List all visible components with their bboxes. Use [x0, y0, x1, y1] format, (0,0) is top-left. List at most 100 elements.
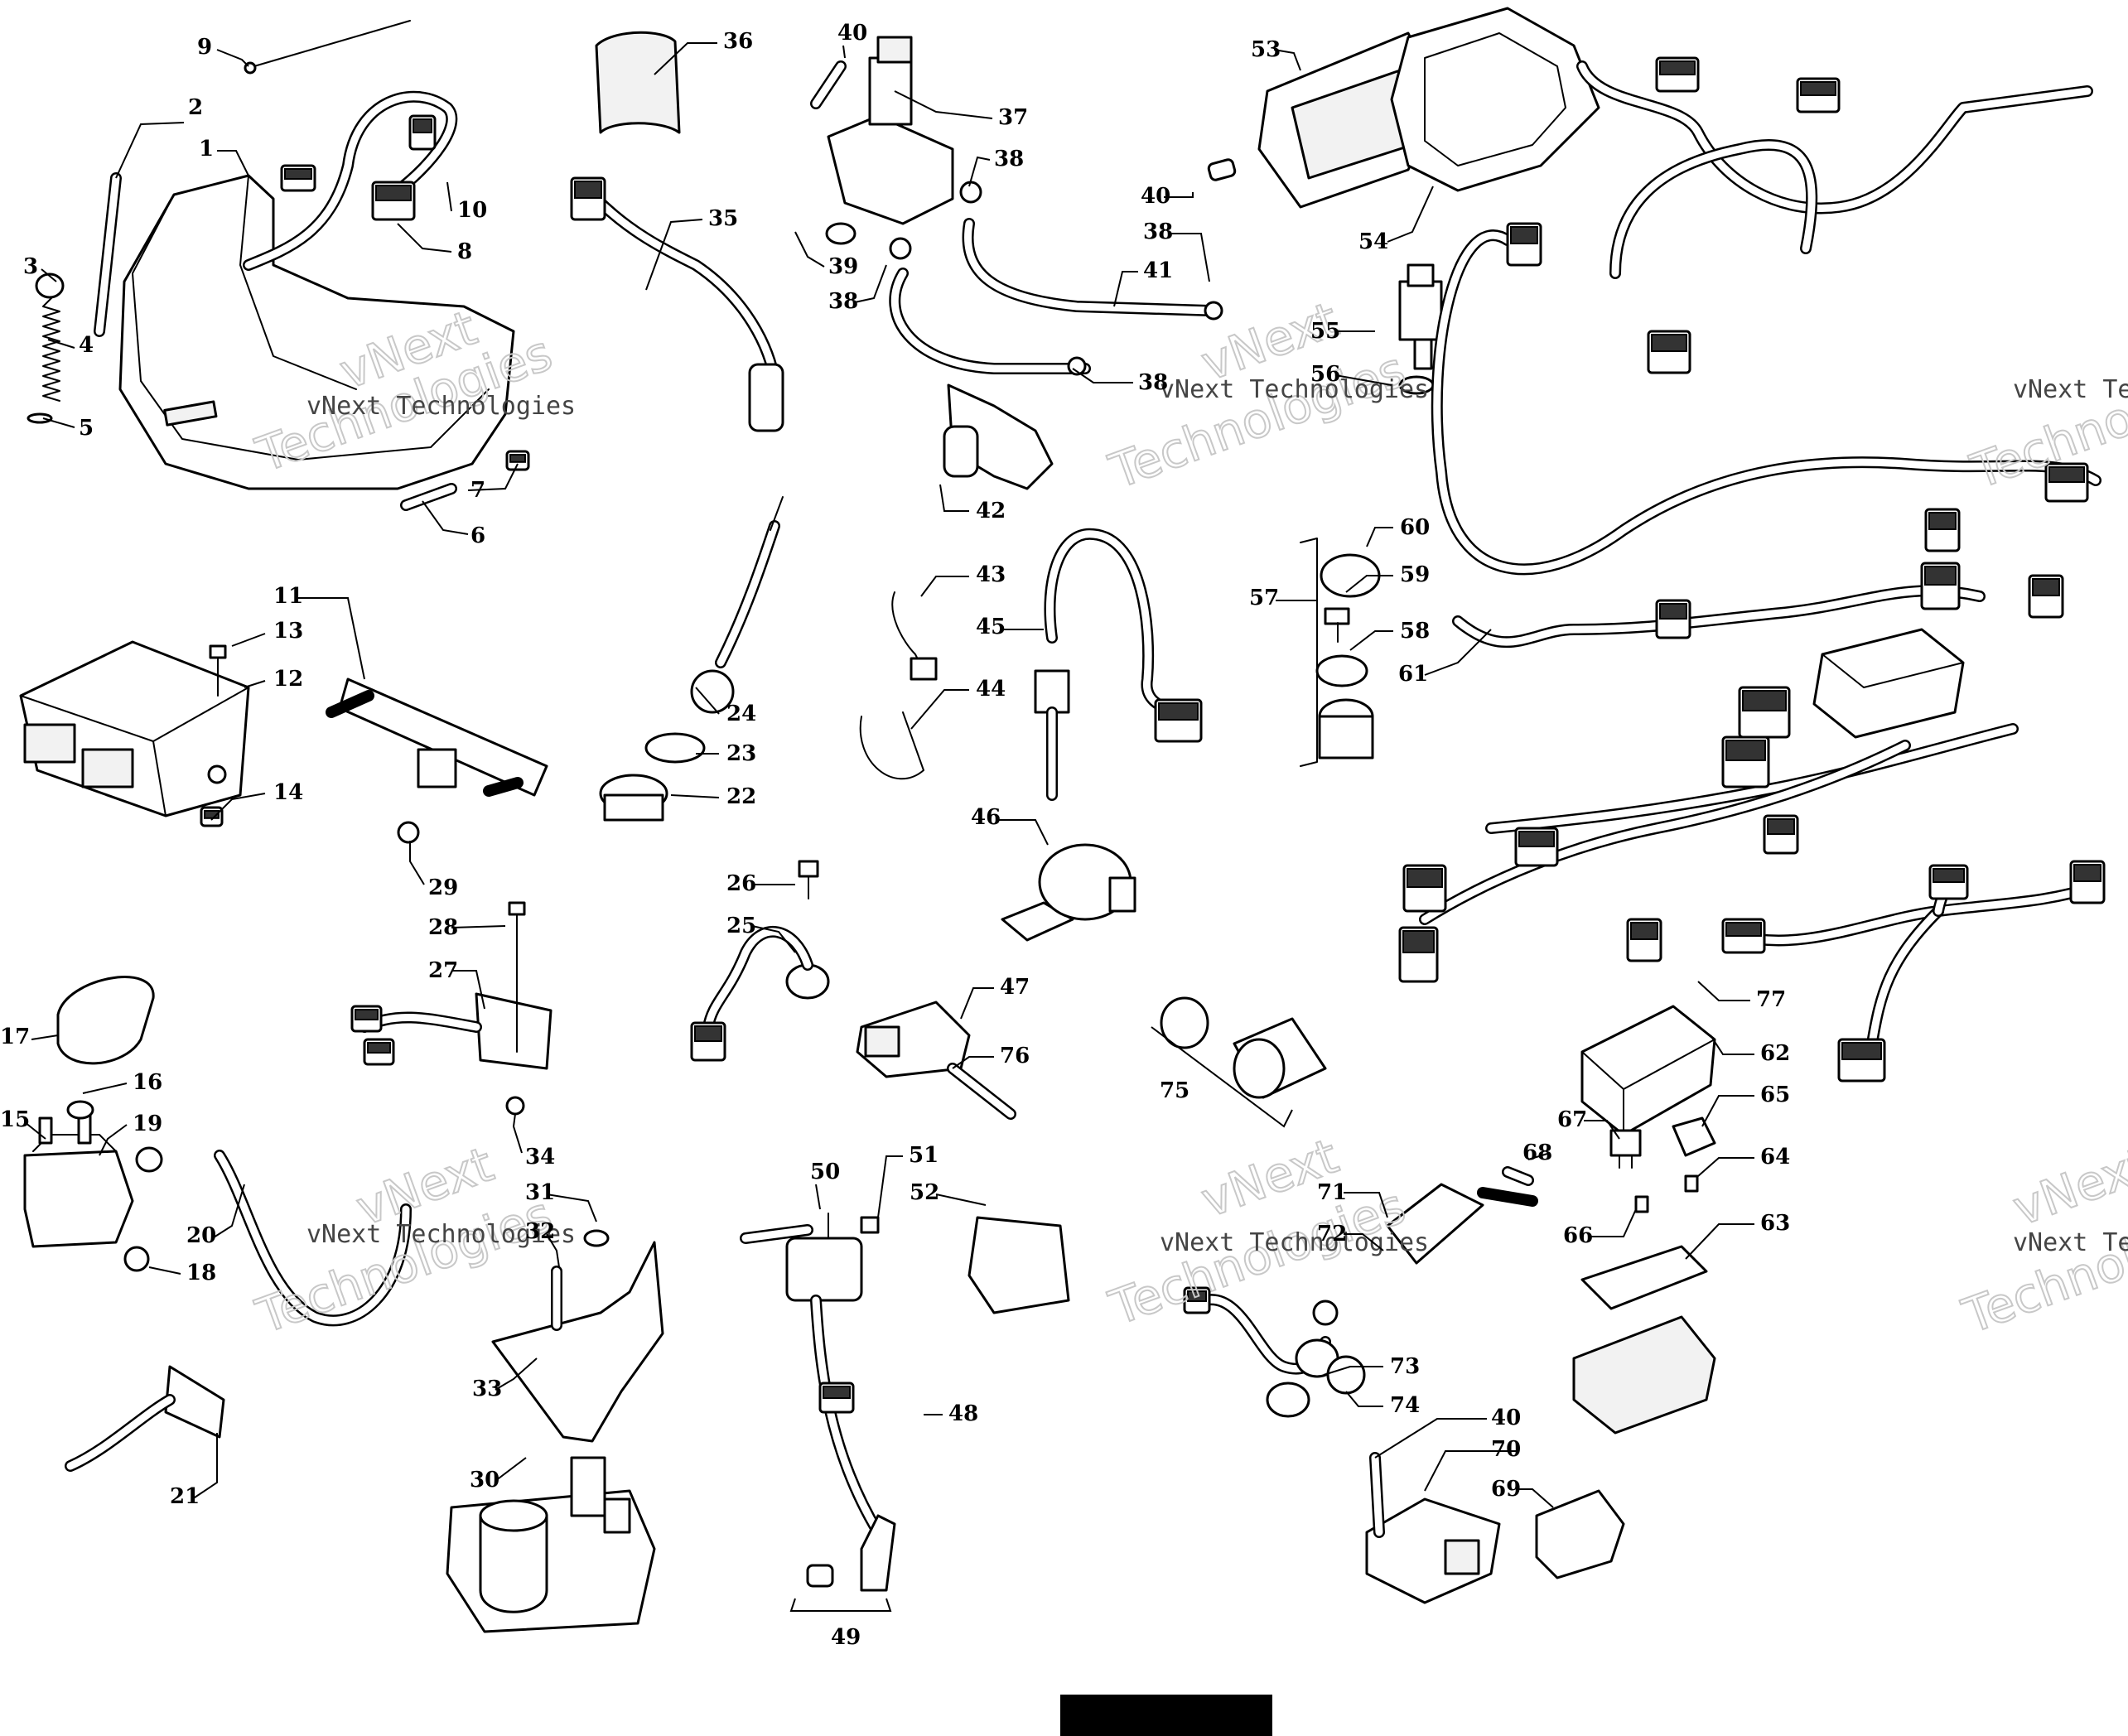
leader-line-c8	[397, 223, 452, 253]
callout-c55: 55	[1310, 319, 1340, 344]
callout-c26: 26	[726, 871, 756, 896]
clamp-38	[889, 181, 1223, 376]
fuse-block-63	[1572, 1315, 1716, 1435]
cable-20	[214, 1150, 412, 1327]
switch-21-wire	[65, 1394, 176, 1472]
headlight-connector-2	[371, 181, 416, 221]
headlight-connector	[280, 164, 316, 192]
callout-c10: 10	[457, 198, 487, 223]
callout-c16: 16	[133, 1070, 162, 1095]
harness-connector-c	[1655, 56, 1700, 93]
watermark-small: vNext Technologies	[1160, 1228, 1429, 1257]
fuse-box-61	[1812, 628, 1965, 739]
callout-c59: 59	[1400, 562, 1430, 587]
screw-40b	[1207, 158, 1237, 181]
bolt-28	[508, 901, 526, 1053]
callout-c12: 12	[273, 667, 303, 692]
callout-c40b: 40	[1141, 184, 1170, 209]
clip-14	[200, 806, 224, 827]
callout-c33: 33	[472, 1377, 502, 1401]
harness-77-connector-b	[1837, 1038, 1886, 1083]
connector-47	[856, 1001, 971, 1078]
watermark-small: vNext Technologies	[306, 1220, 576, 1249]
callout-c25: 25	[726, 914, 756, 938]
switch-57	[1318, 698, 1374, 760]
relay-67	[1609, 1129, 1642, 1169]
harness-77b	[1866, 905, 1944, 1049]
bracket-11	[326, 678, 548, 797]
leader-line-c5	[42, 417, 75, 428]
nut-23	[644, 732, 706, 764]
switch-22	[599, 774, 668, 822]
headlight-connector-3	[408, 114, 437, 151]
nut-34	[505, 1096, 525, 1116]
leader-line-c29	[409, 841, 425, 885]
leader-line-c41	[1113, 271, 1138, 307]
bolt-18	[123, 1246, 150, 1272]
callout-c48: 48	[948, 1401, 978, 1426]
leader-line-c38c	[1072, 368, 1133, 383]
callout-c44: 44	[976, 677, 1006, 702]
leader-line-c20	[213, 1184, 245, 1238]
nut-19	[135, 1146, 163, 1173]
callout-c50: 50	[810, 1160, 840, 1184]
bracket-71	[1386, 1183, 1538, 1265]
callout-c30: 30	[470, 1468, 499, 1492]
leader-line-c46	[996, 819, 1049, 846]
leader-line-c52	[935, 1194, 987, 1206]
leader-line-c32	[546, 1233, 560, 1268]
leader-line-c38b	[854, 264, 887, 303]
leader-line-c37	[894, 90, 993, 119]
leader-line-c53	[1273, 49, 1301, 71]
boot-73	[1266, 1338, 1339, 1418]
leader-line-c2	[115, 122, 185, 179]
harness-connector-b	[1647, 330, 1691, 374]
callout-c27: 27	[428, 958, 458, 983]
callout-c38b: 38	[828, 289, 858, 314]
leader-line-c1	[217, 150, 249, 176]
leader-line-c65	[1701, 1095, 1754, 1127]
leader-line-c60	[1366, 527, 1393, 547]
callout-c29: 29	[428, 875, 458, 900]
ignition-coil-48	[785, 1213, 863, 1302]
main-harness-61b	[1431, 229, 2101, 576]
leader-line-c7	[467, 463, 519, 491]
callout-c4: 4	[79, 333, 94, 358]
main-harness-61e	[1419, 740, 1911, 925]
main-harness-61d	[1485, 723, 2019, 834]
leader-line-c59	[1345, 575, 1393, 593]
fuse-66	[1634, 1195, 1649, 1213]
main-harness-61f	[1609, 139, 1818, 279]
callout-c57: 57	[1249, 586, 1279, 610]
leader-line-c13	[231, 633, 266, 647]
leader-line-c40c	[1374, 1418, 1487, 1459]
connector-27b	[363, 1038, 395, 1066]
harness-connector-n	[1763, 814, 1799, 855]
nut-58	[1315, 654, 1368, 687]
watermark-big: Technologies	[1964, 341, 2128, 500]
leader-line-c10	[446, 181, 452, 212]
leader-line-c24	[695, 687, 720, 715]
callout-c13: 13	[273, 619, 303, 644]
leader-line-c40a	[842, 45, 846, 59]
leader-line-c12	[244, 680, 266, 688]
hose-38	[889, 268, 1091, 374]
callout-c21: 21	[170, 1484, 200, 1509]
sensor-45-wire	[1044, 528, 1182, 718]
leader-line-c18	[148, 1266, 181, 1275]
bolt-26	[798, 860, 819, 899]
callout-c66: 66	[1563, 1223, 1593, 1248]
callout-c41: 41	[1143, 258, 1173, 283]
leader-line-c3	[41, 268, 57, 282]
leader-line-c31	[546, 1194, 597, 1222]
callout-c71: 71	[1317, 1180, 1347, 1205]
callout-c58: 58	[1400, 619, 1430, 644]
connector-27a	[350, 1005, 383, 1033]
key-59	[1324, 607, 1350, 643]
sensor-45-body	[1034, 669, 1070, 801]
leader-line-c4	[47, 339, 75, 349]
leader-line-c71	[1344, 1192, 1388, 1218]
callout-c24: 24	[726, 702, 756, 726]
harness-connector-i	[1721, 735, 1770, 788]
bracket-57	[1300, 538, 1318, 767]
